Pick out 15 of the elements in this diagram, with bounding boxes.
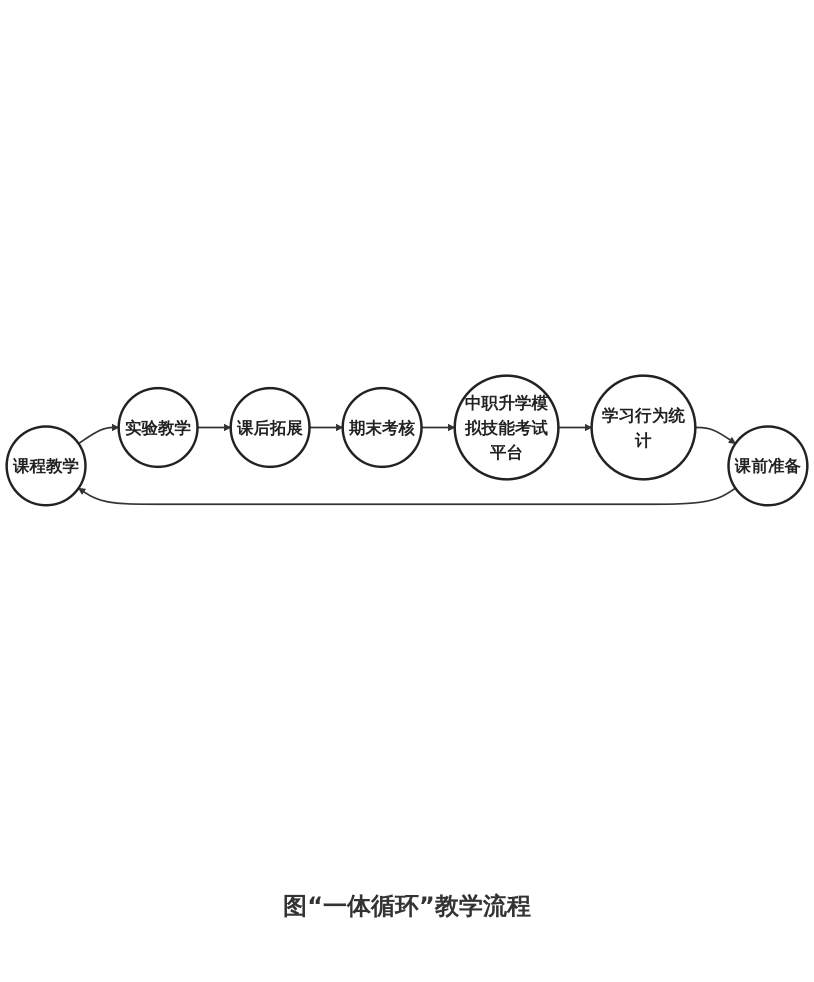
arrow bbox=[310, 423, 344, 431]
arrow bbox=[422, 423, 456, 431]
node-circle: 实验教学 bbox=[117, 386, 199, 468]
node-circle: 课前准备 bbox=[727, 424, 809, 506]
figure-caption: 图“一体循环”教学流程 bbox=[282, 891, 532, 922]
node-circle: 课后拓展 bbox=[229, 386, 311, 468]
arrow bbox=[78, 423, 119, 444]
node-circle: 学习行为统计 bbox=[590, 374, 697, 480]
arrow bbox=[695, 426, 736, 444]
node-circle: 课程教学 bbox=[5, 424, 87, 506]
arrow bbox=[78, 487, 736, 505]
arrow bbox=[198, 423, 232, 431]
node-circle: 中职升学模拟技能考试平台 bbox=[453, 374, 560, 480]
arrow bbox=[558, 423, 592, 431]
node-circle: 期末考核 bbox=[341, 386, 423, 468]
